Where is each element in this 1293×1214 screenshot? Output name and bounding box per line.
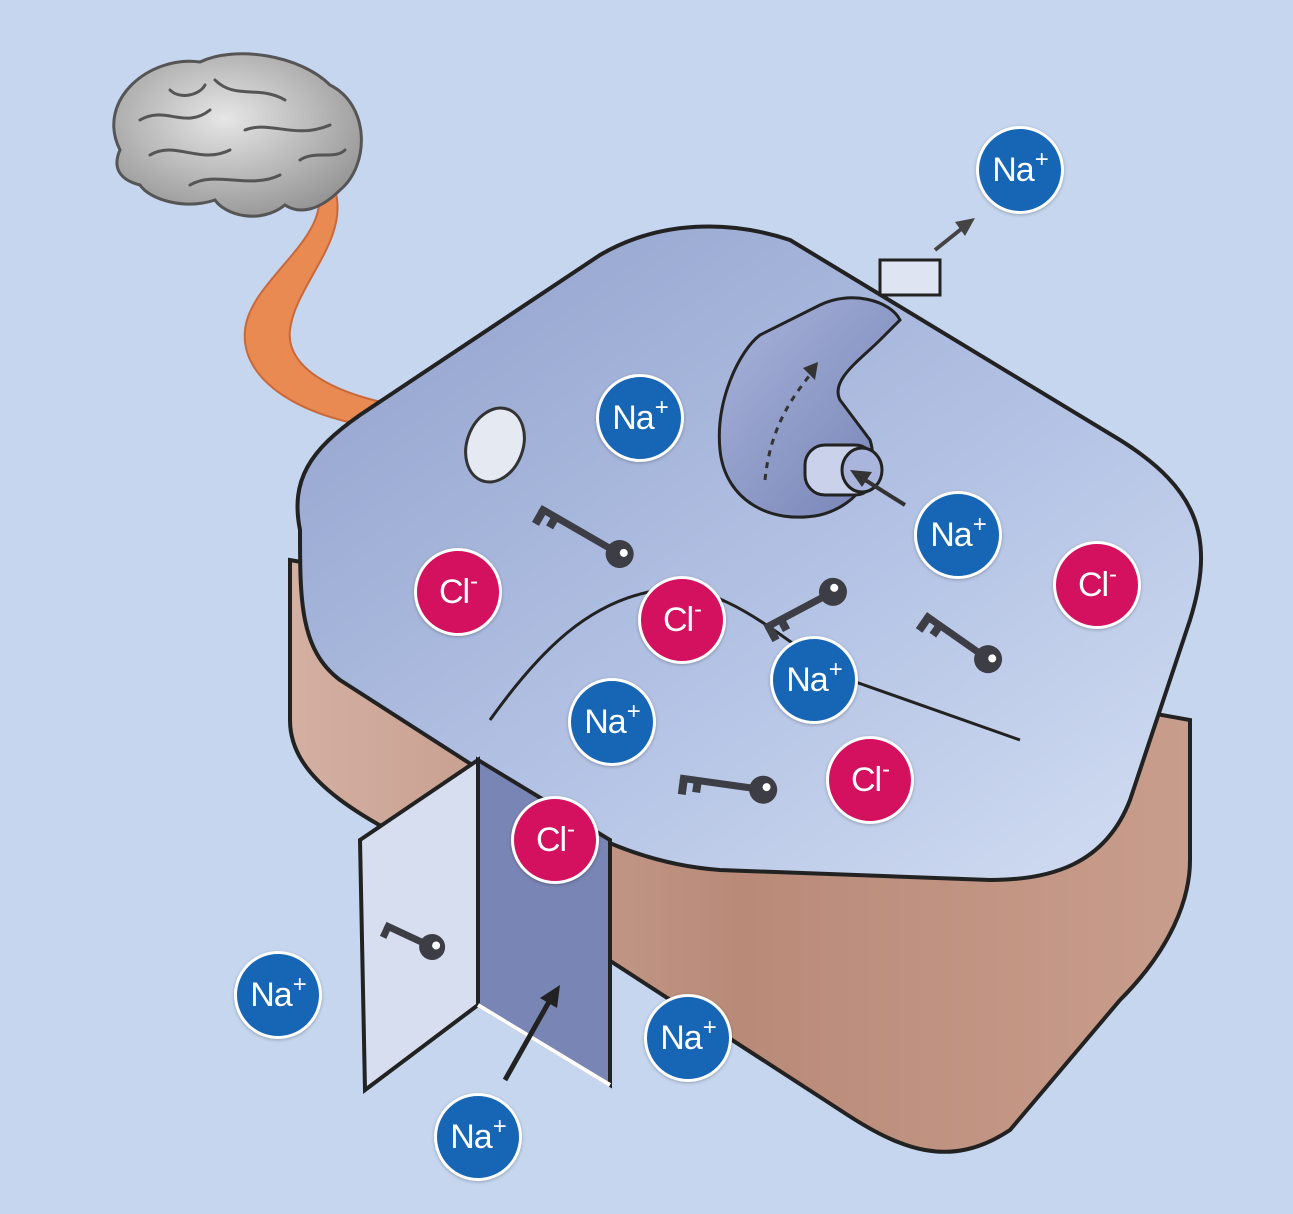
sodium-pump bbox=[717, 258, 942, 519]
ion-charge: - bbox=[567, 816, 575, 843]
key-icon bbox=[532, 504, 634, 568]
ion-charge: - bbox=[470, 568, 478, 595]
ion-symbol: Na bbox=[786, 660, 828, 699]
ion-charge: + bbox=[972, 511, 987, 538]
ion-symbol: Cl bbox=[438, 572, 470, 611]
ion-charge: + bbox=[626, 698, 641, 725]
ion-symbol: Cl bbox=[535, 820, 567, 859]
ion-symbol: Na bbox=[992, 150, 1034, 189]
ion-symbol: Cl bbox=[850, 760, 882, 799]
ion-symbol: Cl bbox=[1077, 565, 1109, 604]
arrow-icon bbox=[933, 218, 975, 252]
open-ion-channel bbox=[464, 406, 526, 484]
chloride-ion: Cl- bbox=[414, 548, 502, 636]
sodium-ion: Na+ bbox=[770, 636, 858, 724]
ion-charge: + bbox=[654, 394, 669, 421]
ion-symbol: Cl bbox=[662, 600, 694, 639]
ion-symbol: Na bbox=[612, 398, 654, 437]
ion-symbol: Na bbox=[450, 1117, 492, 1156]
ion-symbol: Na bbox=[660, 1018, 702, 1057]
ion-symbol: Na bbox=[250, 975, 292, 1014]
sodium-ion: Na+ bbox=[914, 491, 1002, 579]
ion-charge: + bbox=[702, 1014, 717, 1041]
ion-charge: - bbox=[1109, 561, 1117, 588]
ion-charge: + bbox=[492, 1113, 507, 1140]
chloride-ion: Cl- bbox=[1053, 541, 1141, 629]
ion-symbol: Na bbox=[584, 702, 626, 741]
key-icon bbox=[915, 612, 1003, 674]
sodium-ion: Na+ bbox=[596, 374, 684, 462]
ion-charge: + bbox=[828, 656, 843, 683]
ion-symbol: Na bbox=[930, 515, 972, 554]
chloride-ion: Cl- bbox=[638, 576, 726, 664]
arrow-icon bbox=[850, 470, 907, 507]
sodium-ion: Na+ bbox=[644, 994, 732, 1082]
ion-charge: + bbox=[292, 971, 307, 998]
sodium-ion: Na+ bbox=[568, 678, 656, 766]
ion-charge: - bbox=[882, 756, 890, 783]
key-icon bbox=[379, 921, 446, 960]
sodium-ion: Na+ bbox=[434, 1093, 522, 1181]
ion-charge: - bbox=[694, 596, 702, 623]
chloride-ion: Cl- bbox=[511, 796, 599, 884]
arrow-icon bbox=[502, 985, 560, 1082]
brain-icon bbox=[112, 52, 363, 218]
chloride-ion: Cl- bbox=[826, 736, 914, 824]
key-icon bbox=[763, 577, 847, 643]
sodium-ion: Na+ bbox=[976, 126, 1064, 214]
ion-charge: + bbox=[1034, 146, 1049, 173]
sodium-ion: Na+ bbox=[234, 951, 322, 1039]
key-icon bbox=[677, 774, 778, 804]
